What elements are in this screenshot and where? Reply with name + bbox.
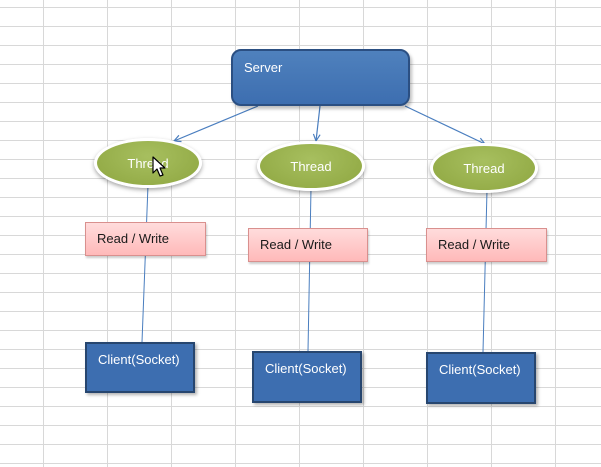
read-write-node-2[interactable]: Read / Write: [248, 228, 368, 262]
arrow-server-to-thread-3: [404, 105, 485, 144]
arrow-server-to-thread-1: [174, 105, 259, 141]
read-write-label-1: Read / Write: [97, 231, 170, 246]
read-write-label-3: Read / Write: [438, 237, 511, 252]
thread-node-3[interactable]: Thread: [430, 143, 538, 193]
read-write-node-1[interactable]: Read / Write: [85, 222, 206, 256]
thread-label-2: Thread: [290, 158, 332, 174]
thread-label-3: Thread: [463, 160, 505, 176]
client-socket-node-2[interactable]: Client(Socket): [252, 351, 362, 403]
thread-node-2[interactable]: Thread: [257, 141, 365, 191]
read-write-label-2: Read / Write: [260, 237, 333, 252]
mouse-pointer-icon: [152, 156, 166, 177]
client-socket-label-3: Client(Socket): [439, 362, 521, 377]
line-thread-1-to-client-1: [141, 184, 149, 343]
line-thread-3-to-client-3: [482, 189, 488, 353]
server-node[interactable]: Server: [231, 49, 410, 106]
thread-node-1[interactable]: Thread: [94, 138, 202, 188]
read-write-node-3[interactable]: Read / Write: [426, 228, 547, 262]
arrow-server-to-thread-2: [316, 105, 321, 141]
client-socket-node-1[interactable]: Client(Socket): [85, 342, 195, 393]
line-thread-2-to-client-2: [307, 187, 312, 352]
client-socket-label-2: Client(Socket): [265, 361, 347, 376]
server-label: Server: [244, 60, 283, 75]
client-socket-label-1: Client(Socket): [98, 352, 180, 367]
client-socket-node-3[interactable]: Client(Socket): [426, 352, 536, 404]
